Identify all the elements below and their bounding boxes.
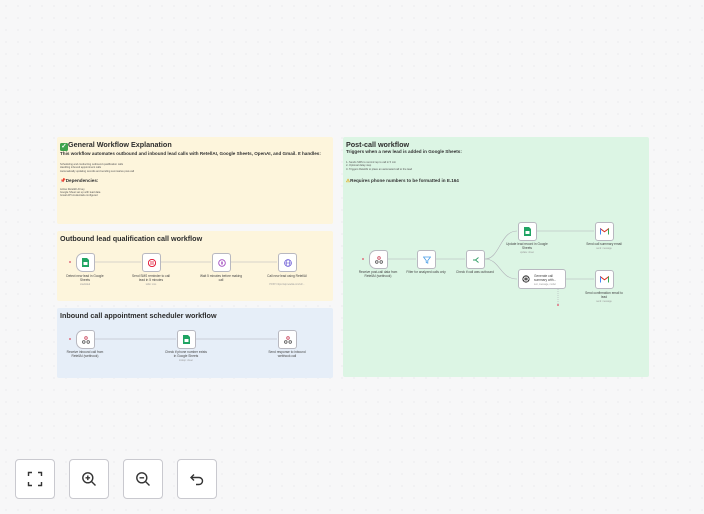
general-bullet: Scheduling and conducting outbound quali… bbox=[60, 163, 124, 166]
postcall-warning: ⚠Requires phone numbers to be formatted … bbox=[346, 177, 459, 183]
google-sheets-icon bbox=[524, 227, 531, 236]
node-label: Receive inbound call from RetellAI (webh… bbox=[66, 350, 104, 358]
inbound-title: Inbound call appointment scheduler workf… bbox=[60, 311, 217, 320]
node-label: Send call summary email bbox=[586, 242, 622, 246]
node-label: Wait 5 minutes before making call bbox=[199, 274, 243, 282]
node-send-confirmation-email[interactable] bbox=[595, 270, 614, 289]
zoom-in-button[interactable] bbox=[69, 459, 109, 499]
node-send-webhook-response[interactable] bbox=[278, 330, 297, 349]
google-sheets-icon bbox=[82, 258, 89, 267]
general-bullet: Handling inbound appointment calls bbox=[60, 166, 102, 170]
openai-icon bbox=[522, 275, 530, 283]
node-label: Receive post-call data from RetellAI (we… bbox=[358, 270, 398, 278]
connection-wire bbox=[484, 230, 518, 260]
webhook-icon bbox=[374, 255, 383, 264]
node-sublabel: update: sheet bbox=[520, 252, 534, 254]
zoom-out-icon bbox=[136, 472, 150, 486]
warning-emoji-icon: ⚠ bbox=[346, 177, 351, 183]
webhook-icon bbox=[81, 335, 90, 344]
node-label: Generate call summary with... bbox=[534, 274, 557, 282]
dependency-item: Active RetellAI AI key bbox=[60, 187, 85, 191]
twilio-icon bbox=[147, 258, 156, 267]
dependency-item: Google Sheet set up with lead data bbox=[60, 191, 101, 195]
dependencies-title: 📌Dependencies: bbox=[60, 177, 99, 183]
gmail-icon bbox=[600, 276, 609, 283]
node-receive-post-call-data[interactable] bbox=[369, 250, 388, 269]
postcall-step: 1- Sends SMS to remind rep to call in 5 … bbox=[346, 161, 397, 164]
node-label: Update lead record in Google Sheets bbox=[506, 242, 548, 250]
google-sheets-icon bbox=[183, 335, 190, 344]
pin-emoji-icon: 📌 bbox=[60, 177, 66, 183]
node-generate-call-summary[interactable]: Generate call summary with... text, mess… bbox=[518, 269, 566, 289]
webhook-icon bbox=[283, 335, 292, 344]
check-emoji-icon: ✓ bbox=[60, 143, 68, 151]
general-bullet: Automatically updating records and sendi… bbox=[60, 169, 135, 173]
postcall-title: Post-call workflow bbox=[346, 140, 410, 149]
node-call-new-lead[interactable] bbox=[278, 253, 297, 272]
node-send-sms-reminder[interactable] bbox=[142, 253, 161, 272]
node-label: Check if phone number exists in Google S… bbox=[165, 350, 207, 358]
node-label: Send SMS reminder to call lead in 5 minu… bbox=[132, 274, 170, 282]
node-sublabel: rowAdded bbox=[79, 284, 91, 286]
zoom-in-icon bbox=[82, 472, 96, 486]
node-label: Send response to inbound webhook call bbox=[268, 350, 306, 358]
node-update-lead-record[interactable] bbox=[518, 222, 537, 241]
gmail-icon bbox=[600, 228, 609, 235]
node-check-phone-number[interactable] bbox=[177, 330, 196, 349]
node-label: Send confirmation email to lead bbox=[585, 291, 623, 299]
fit-view-button[interactable] bbox=[15, 459, 55, 499]
node-sublabel: send: message bbox=[596, 301, 612, 303]
node-label: Filter for analyzed calls only bbox=[406, 270, 446, 274]
node-sublabel: twilio: sms bbox=[145, 284, 157, 286]
node-label: Detect new lead in Google Sheets bbox=[66, 274, 104, 282]
reset-zoom-button[interactable] bbox=[177, 459, 217, 499]
postcall-subtitle: Triggers when a new lead is added in Goo… bbox=[346, 149, 462, 154]
general-intro: This workflow automates outbound and inb… bbox=[60, 151, 321, 156]
outbound-title: Outbound lead qualification call workflo… bbox=[60, 234, 203, 243]
node-wait-5-minutes[interactable] bbox=[212, 253, 231, 272]
node-sublabel: text, message, model bbox=[534, 283, 556, 286]
if-icon bbox=[472, 256, 479, 263]
undo-icon bbox=[190, 474, 204, 486]
connection-wire bbox=[484, 258, 518, 280]
node-label: Check if call was outbound bbox=[456, 270, 494, 274]
node-detect-new-lead[interactable] bbox=[76, 253, 95, 272]
node-sublabel: lookup: sheet bbox=[179, 360, 193, 362]
http-request-icon bbox=[283, 258, 292, 267]
filter-icon bbox=[422, 256, 431, 264]
zoom-out-button[interactable] bbox=[123, 459, 163, 499]
general-title: ✓General Workflow Explanation bbox=[60, 140, 172, 151]
sticky-note-postcall[interactable]: Post-call workflow Triggers when a new l… bbox=[343, 137, 649, 377]
sticky-note-general[interactable]: ✓General Workflow Explanation This workf… bbox=[57, 137, 333, 224]
wait-icon bbox=[217, 258, 226, 267]
node-send-summary-email[interactable] bbox=[595, 222, 614, 241]
node-filter-analyzed-calls[interactable] bbox=[417, 250, 436, 269]
node-check-outbound[interactable] bbox=[466, 250, 485, 269]
postcall-step: 2- Optional delay step bbox=[346, 164, 372, 168]
node-receive-inbound-call[interactable] bbox=[76, 330, 95, 349]
node-sublabel: send: message bbox=[596, 248, 612, 250]
node-label: Call new lead using RetellAI bbox=[267, 274, 307, 278]
postcall-step: 3- Triggers RetellAI to place an automat… bbox=[346, 167, 413, 171]
node-sublabel: POST: https://api.retellai.com/v2/... bbox=[269, 284, 305, 286]
dependency-item: Gmail API credentials configured bbox=[60, 194, 98, 198]
fit-view-icon bbox=[27, 471, 43, 487]
